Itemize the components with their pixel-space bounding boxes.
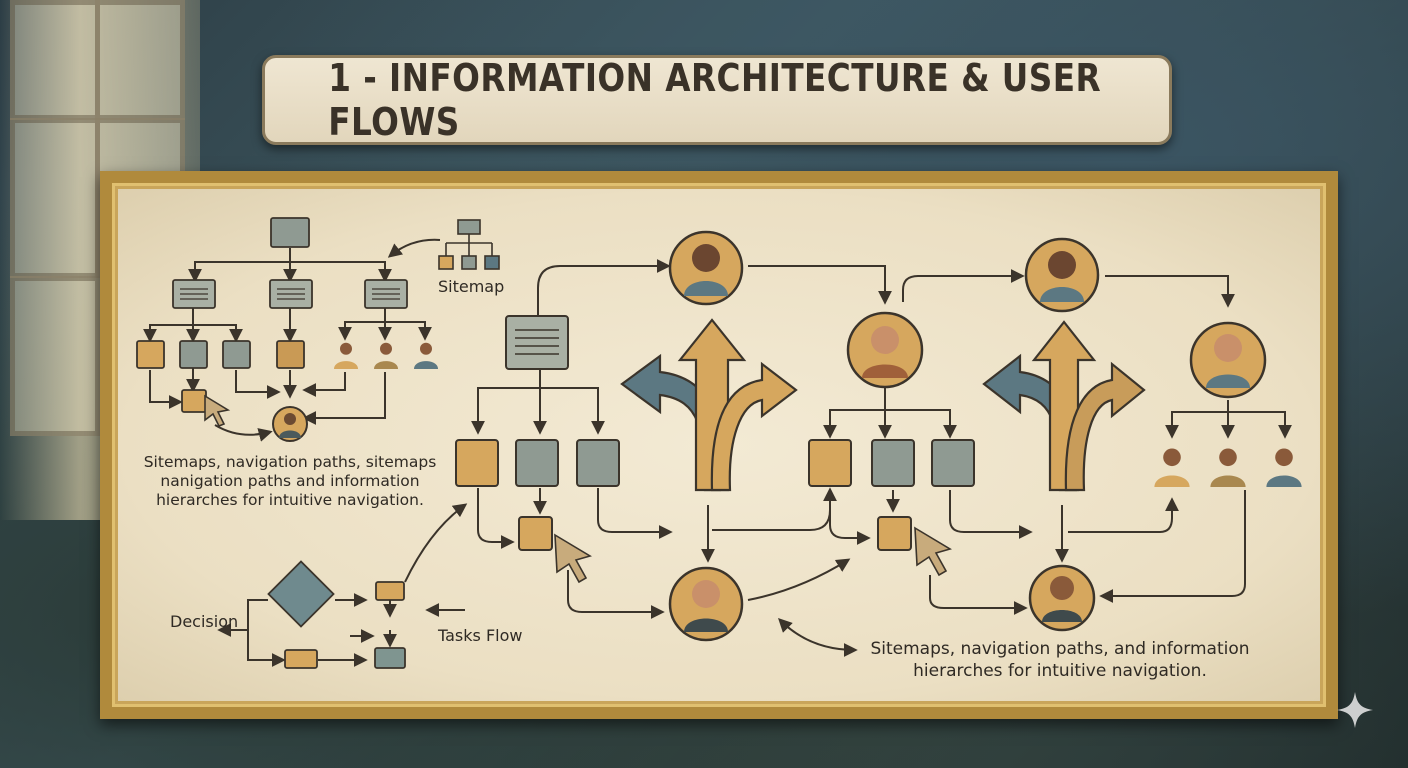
connector (302, 372, 386, 425)
connector (748, 265, 892, 305)
user-icon (1154, 448, 1190, 487)
flow-node (808, 439, 852, 487)
flow-node (931, 439, 975, 487)
connector (387, 238, 441, 258)
sparkle-icon (1337, 692, 1373, 728)
avatar (1189, 321, 1267, 399)
avatar (846, 311, 924, 389)
connector (778, 618, 858, 657)
connector (1228, 411, 1292, 439)
user-icon (414, 342, 438, 369)
connector (597, 488, 673, 539)
left-caption: Sitemaps, navigation paths, sitemaps nan… (140, 453, 440, 510)
connector (537, 259, 671, 315)
connector (477, 488, 515, 549)
connector (149, 370, 183, 409)
window-pane (10, 118, 100, 278)
connector (217, 599, 268, 637)
connector (404, 503, 468, 583)
avatar (1028, 564, 1096, 632)
sitemap-icon (438, 219, 500, 270)
connector (188, 248, 291, 283)
sitemap-leaf-node (179, 340, 208, 369)
flow-node (455, 439, 499, 487)
caption-line: Sitemaps, navigation paths, sitemaps (143, 453, 437, 471)
caption-line: Sitemaps, navigation paths, and informat… (870, 639, 1250, 659)
connector (193, 324, 243, 343)
avatar (668, 230, 744, 306)
caption-line: hierarches for intuitive navigation. (913, 661, 1207, 681)
branch-arrows-icon (620, 318, 798, 492)
connector (385, 321, 432, 341)
user-icon (1266, 448, 1302, 487)
decision-task-node (284, 649, 318, 669)
sitemap-leaf-node (276, 340, 305, 369)
connector (290, 261, 392, 283)
right-caption: Sitemaps, navigation paths, and informat… (860, 638, 1260, 682)
flow-node (877, 516, 912, 551)
connector (823, 388, 886, 439)
connector (235, 370, 281, 399)
window-pane (10, 276, 100, 436)
decision-label: Decision (170, 612, 239, 631)
connector (143, 307, 194, 343)
connector (214, 424, 273, 442)
connector (567, 570, 665, 619)
decision-task-node (374, 647, 406, 669)
sitemap-task-node (181, 389, 207, 413)
connector (885, 409, 957, 439)
flow-node (576, 439, 620, 487)
flow-node (518, 516, 553, 551)
window-pane (95, 0, 185, 120)
connector (1068, 497, 1179, 533)
document-node (505, 315, 569, 370)
flow-node (871, 439, 915, 487)
connector (1099, 490, 1246, 603)
connector (338, 307, 386, 341)
branch-arrows-icon (982, 320, 1146, 492)
connector (712, 487, 837, 531)
user-icon (1210, 448, 1246, 487)
connector (829, 490, 871, 545)
title-banner: 1 - INFORMATION ARCHITECTURE & USER FLOW… (262, 55, 1172, 145)
sitemap-leaf-node (222, 340, 251, 369)
connector (540, 387, 605, 435)
connector (902, 269, 1025, 302)
flow-node (515, 439, 559, 487)
user-icon (334, 342, 358, 369)
user-icon (374, 342, 398, 369)
connector (1105, 275, 1235, 308)
decision-diamond (267, 560, 335, 628)
cursor-icon (204, 394, 952, 584)
tasks-flow-label: Tasks Flow (438, 626, 523, 645)
window-pane (10, 0, 100, 120)
connector (247, 630, 286, 667)
sitemap-root-node (270, 217, 310, 248)
caption-line: hierarches for intuitive navigation. (156, 491, 424, 509)
connector (1165, 400, 1229, 439)
avatar (1024, 237, 1100, 313)
connector (747, 558, 851, 601)
sitemap-leaf-node (136, 340, 165, 369)
avatar (668, 566, 744, 642)
decision-task-node (375, 581, 405, 601)
connector (302, 372, 346, 397)
page-title: 1 - INFORMATION ARCHITECTURE & USER FLOW… (328, 56, 1102, 144)
avatar (272, 406, 308, 442)
connector (949, 490, 1033, 539)
connector (929, 575, 1028, 615)
sitemap-label: Sitemap (438, 277, 505, 296)
caption-line: nanigation paths and information (160, 472, 420, 490)
connector (471, 387, 540, 435)
